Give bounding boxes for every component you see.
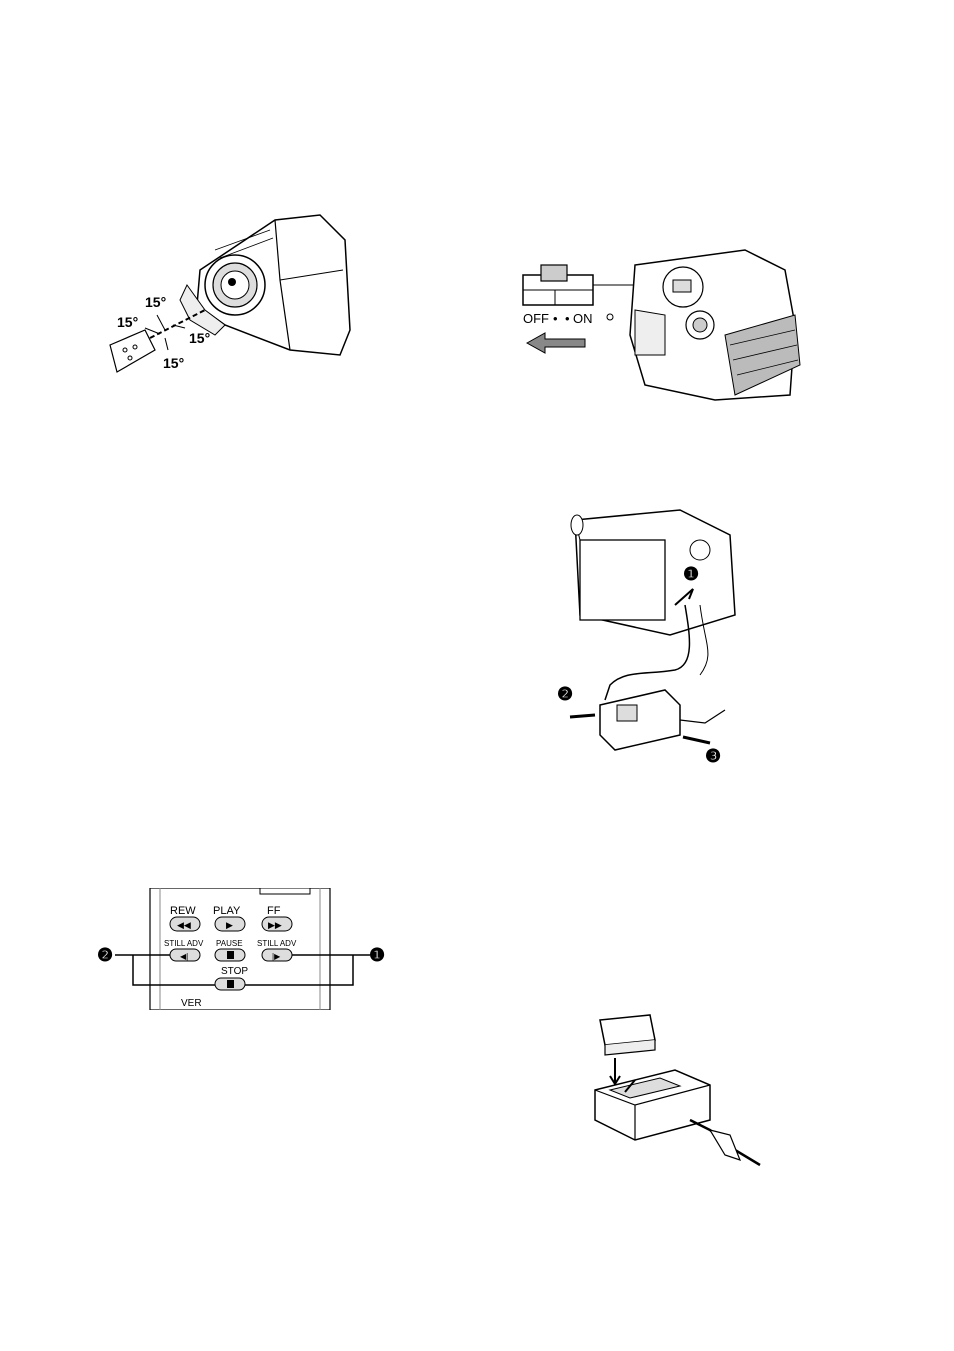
svg-text:STILL ADV: STILL ADV <box>164 939 204 948</box>
svg-text:•: • <box>553 311 558 326</box>
svg-text:▶: ▶ <box>226 920 233 930</box>
step-3-callout: ❸ <box>705 746 721 766</box>
pause-button[interactable]: PAUSE <box>215 939 245 961</box>
remote-buttons-figure: REW ◀◀ PLAY ▶ FF ▶▶ STILL ADV ◀| PAUSE S… <box>95 888 395 1010</box>
ac-adaptor-figure: ❶ ❷ ❸ <box>555 505 755 770</box>
play-button[interactable]: PLAY ▶ <box>213 905 245 931</box>
svg-text:◀◀: ◀◀ <box>177 920 191 930</box>
off-label: OFF <box>523 311 549 326</box>
step-2-callout: ❷ <box>557 684 573 704</box>
svg-text:REW: REW <box>170 905 196 917</box>
svg-text:▶▶: ▶▶ <box>268 920 282 930</box>
angle-label-top: 15° <box>145 294 166 310</box>
rew-button[interactable]: REW ◀◀ <box>170 905 200 931</box>
remote-angle-figure: 15° 15° 15° 15° <box>105 210 355 380</box>
svg-text:•: • <box>565 311 570 326</box>
callout-1: ❶ <box>369 945 385 965</box>
svg-text:PAUSE: PAUSE <box>216 939 243 948</box>
svg-text:FF: FF <box>267 905 281 917</box>
svg-text:STILL ADV: STILL ADV <box>257 939 297 948</box>
step-1-callout: ❶ <box>683 564 699 584</box>
angle-label-right: 15° <box>189 330 210 346</box>
svg-text:PLAY: PLAY <box>213 905 241 917</box>
ac-adaptor-illustration: ❶ ❷ ❸ <box>555 505 755 770</box>
ver-label: VER <box>181 998 202 1009</box>
callout-2: ❷ <box>97 945 113 965</box>
svg-text:◀|: ◀| <box>180 952 188 961</box>
angle-label-bottom: 15° <box>163 355 184 371</box>
remote-control-illustration: REW ◀◀ PLAY ▶ FF ▶▶ STILL ADV ◀| PAUSE S… <box>95 888 395 1010</box>
camcorder-front-illustration: 15° 15° 15° 15° <box>105 210 355 380</box>
power-switch-illustration: OFF • • ON <box>515 245 815 405</box>
battery-charger-illustration <box>585 1010 770 1175</box>
svg-text:|▶: |▶ <box>272 952 281 961</box>
svg-text:STOP: STOP <box>221 966 248 977</box>
battery-charger-figure <box>585 1010 770 1175</box>
angle-label-left: 15° <box>117 314 138 330</box>
power-switch-figure: OFF • • ON <box>515 245 815 405</box>
on-label: ON <box>573 311 593 326</box>
